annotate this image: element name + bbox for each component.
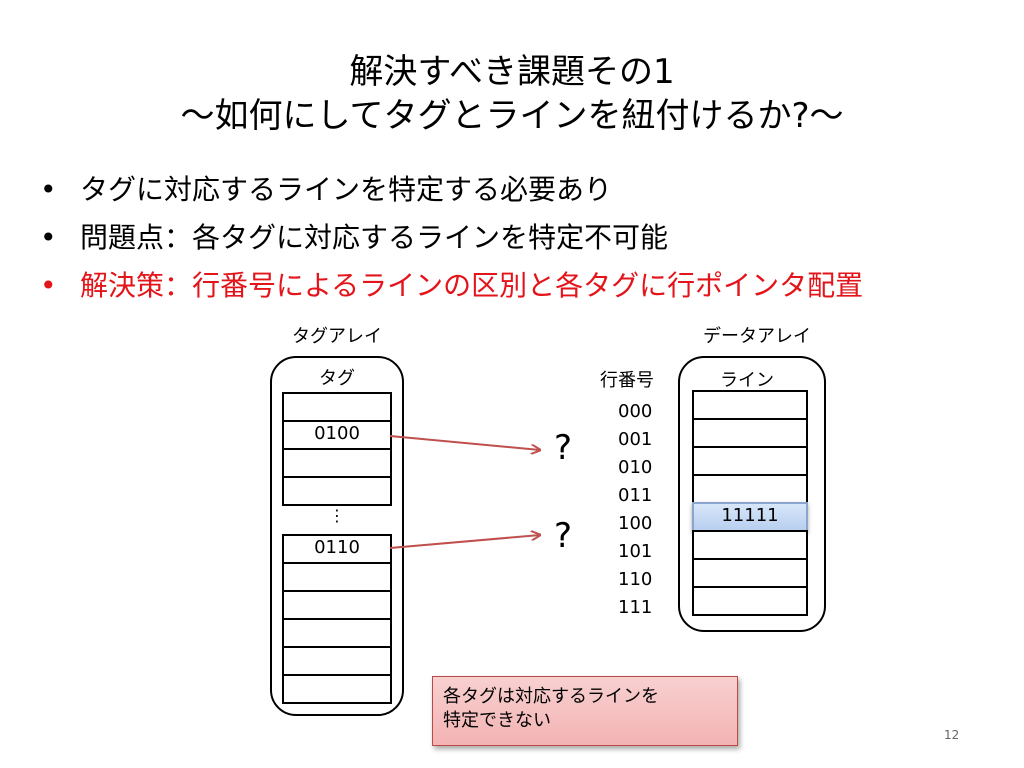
row-number-label: 010 xyxy=(618,457,653,478)
row-number-label: 101 xyxy=(618,541,653,562)
bullet-item-solution: • 解決策：行番号によるラインの区別と各タグに行ポインタ配置 xyxy=(38,262,998,310)
row-number-label: 111 xyxy=(618,597,653,618)
bullet-marker: • xyxy=(40,173,57,206)
row-number-label: 110 xyxy=(618,569,653,590)
line-cell xyxy=(692,474,808,504)
page-number: 12 xyxy=(944,728,960,742)
line-cell xyxy=(692,390,808,420)
row-number-label: 011 xyxy=(618,485,653,506)
bullet-marker: • xyxy=(40,221,57,254)
question-mark-1: ? xyxy=(554,428,573,468)
arrow-0110-to-unknown xyxy=(389,535,540,549)
tag-column-header: タグ xyxy=(300,364,374,390)
bullet-text: タグに対応するラインを特定する必要あり xyxy=(80,173,613,206)
bullet-item-requirement: • タグに対応するラインを特定する必要あり xyxy=(38,166,998,214)
ellipsis-icon: ⋮ xyxy=(329,506,345,525)
bullet-marker: • xyxy=(40,269,57,302)
line-cell-highlighted: 11111 xyxy=(692,502,808,532)
tag-array-label: タグアレイ xyxy=(292,326,382,347)
bullet-list: • タグに対応するラインを特定する必要あり • 問題点：各タグに対応するラインを… xyxy=(38,166,998,310)
row-number-label: 000 xyxy=(618,401,653,422)
note-box: 各タグは対応するラインを 特定できない xyxy=(432,676,738,746)
tag-cell xyxy=(282,674,392,704)
bullet-text: 問題点：各タグに対応するラインを特定不可能 xyxy=(80,221,669,254)
slide-title-line2: ～如何にしてタグとラインを紐付けるか?～ xyxy=(180,96,844,136)
note-line1: 各タグは対応するラインを xyxy=(443,686,659,707)
bullet-text: 解決策：行番号によるラインの区別と各タグに行ポインタ配置 xyxy=(80,269,864,302)
note-line2: 特定できない xyxy=(443,710,551,731)
tag-cell xyxy=(282,476,392,506)
slide-title-line1: 解決すべき課題その1 xyxy=(349,52,675,92)
line-column-header: ライン xyxy=(704,366,790,392)
question-mark-2: ? xyxy=(554,516,573,556)
bullet-item-problem: • 問題点：各タグに対応するラインを特定不可能 xyxy=(38,214,998,262)
row-number-label: 001 xyxy=(618,429,653,450)
row-number-header: 行番号 xyxy=(600,370,654,391)
line-cell xyxy=(692,586,808,616)
row-number-label: 100 xyxy=(618,513,653,534)
arrow-0100-to-unknown xyxy=(389,435,540,450)
data-array-label: データアレイ xyxy=(703,326,811,347)
